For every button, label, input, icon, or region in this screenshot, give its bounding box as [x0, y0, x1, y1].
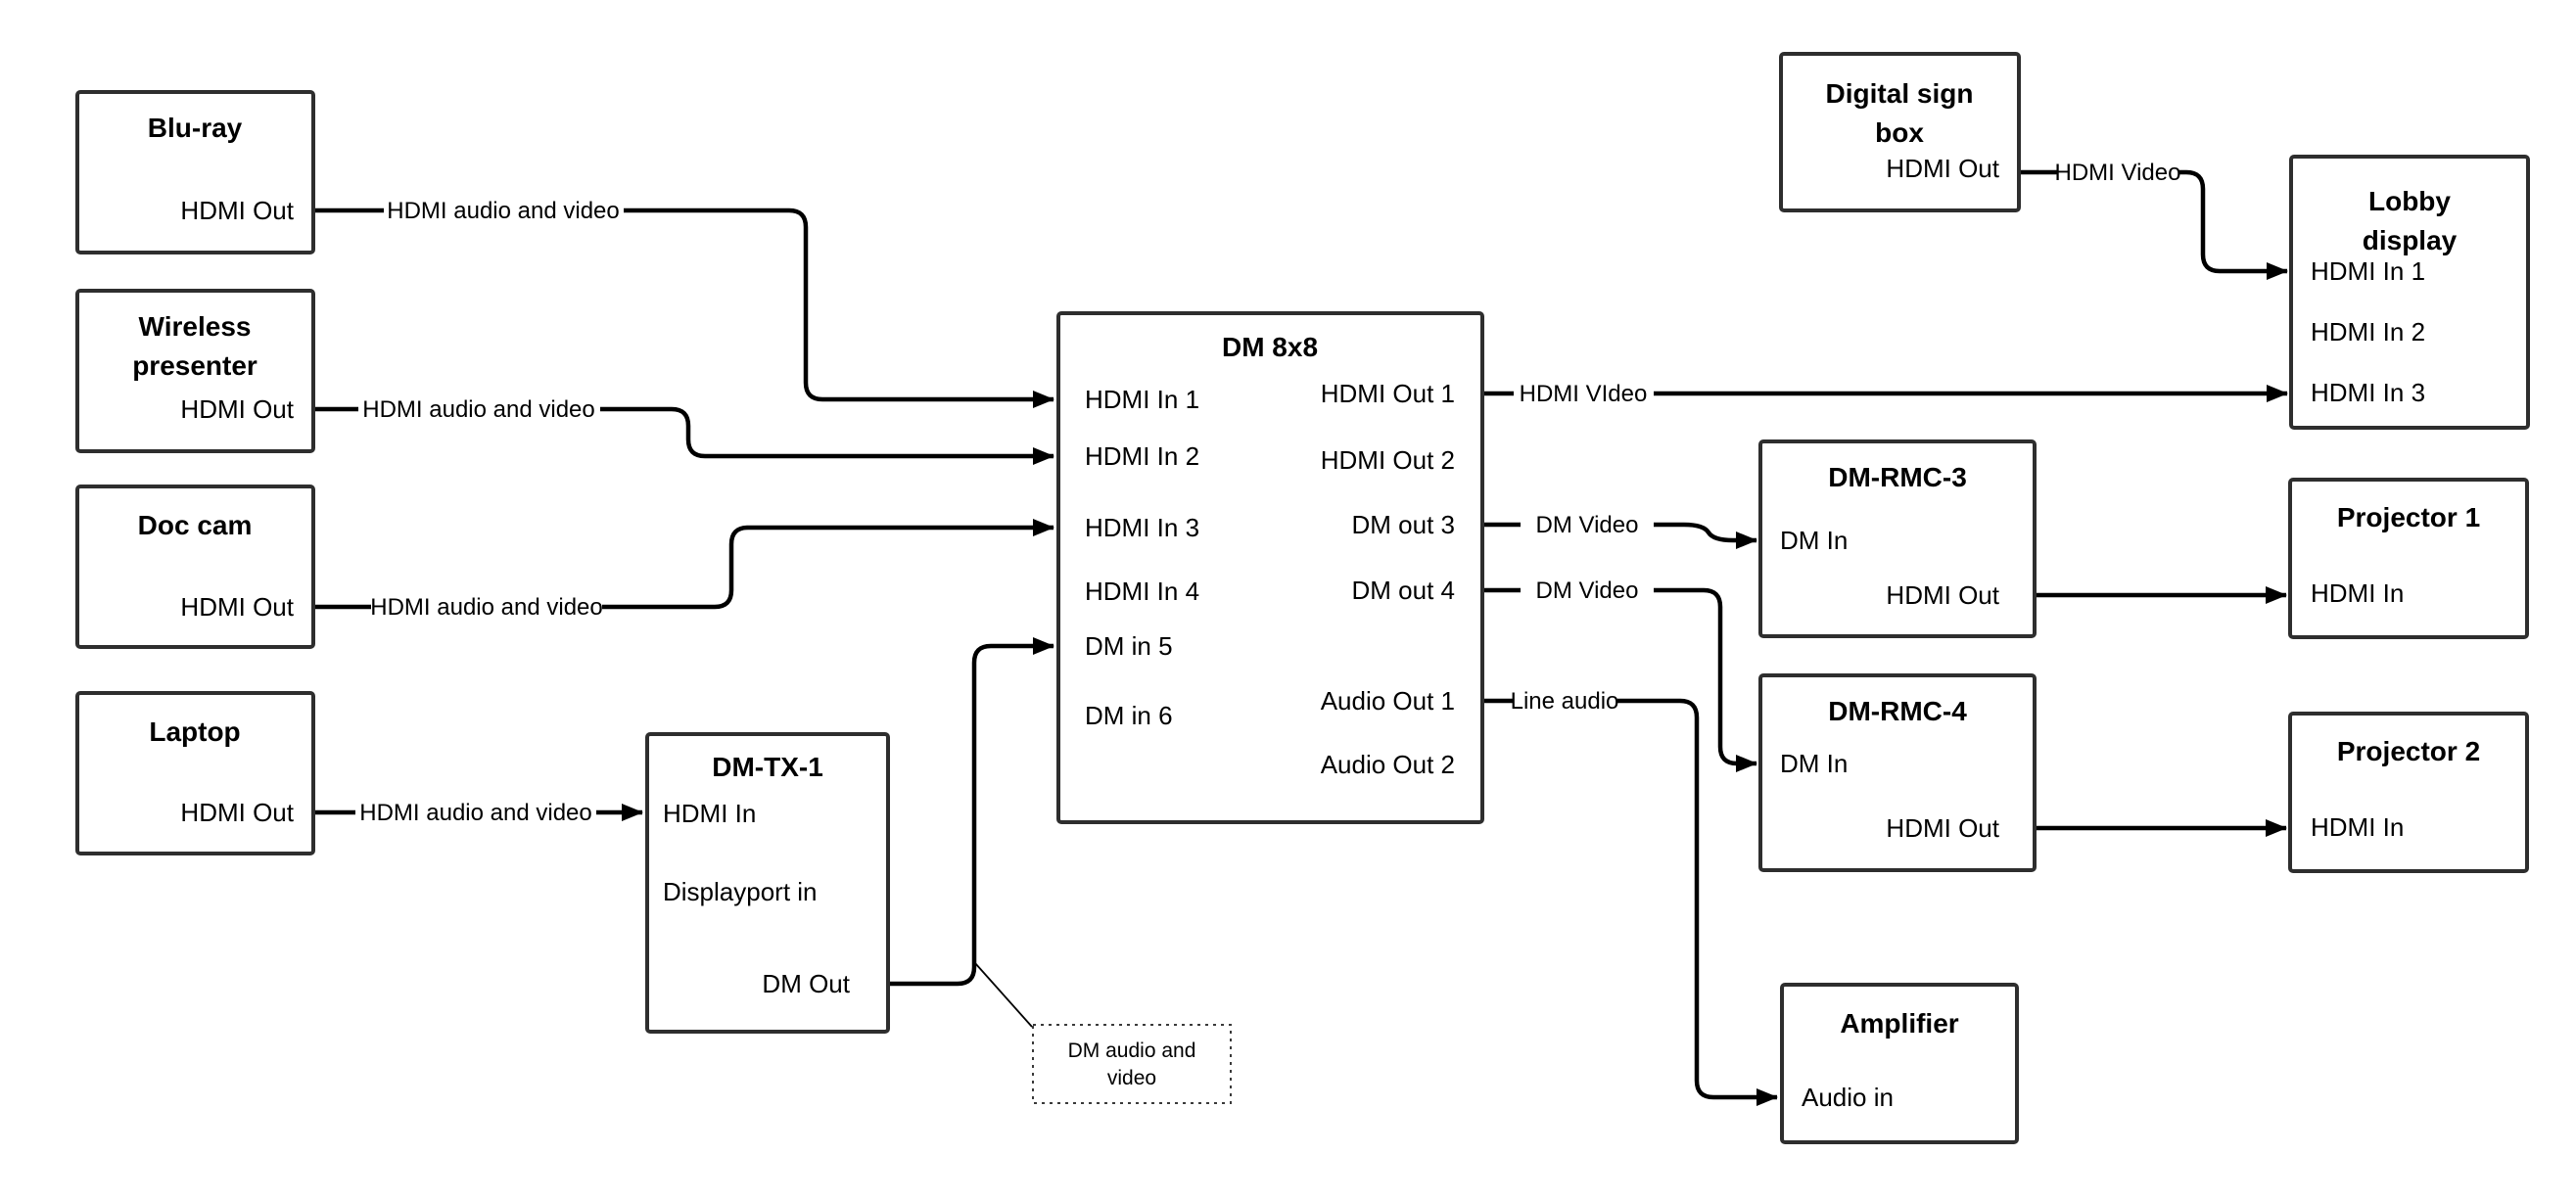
wire-label-hdmi-video-out1: HDMI VIdeo — [1520, 381, 1648, 407]
dm-8x8-port-dm-in-6: DM in 6 — [1085, 701, 1173, 730]
wire-doccam-to-dm8x8-in3 — [602, 519, 1054, 610]
dm-8x8-port-dm-out-3: DM out 3 — [1352, 510, 1456, 539]
amplifier-port-audio-in: Audio in — [1802, 1083, 1894, 1112]
dm-8x8-port-hdmi-in-4: HDMI In 4 — [1085, 577, 1199, 606]
dm-8x8-port-hdmi-in-1: HDMI In 1 — [1085, 385, 1199, 414]
wire-label-dm-video-out4: DM Video — [1536, 577, 1639, 604]
dm-rmc-3-box — [1758, 439, 2037, 638]
wireless-presenter-port-hdmi-out: HDMI Out — [180, 394, 294, 424]
projector-1-box — [2288, 478, 2529, 639]
projector-2-title: Projector 2 — [2337, 736, 2480, 766]
wires — [313, 169, 2288, 1106]
laptop-port-hdmi-out: HDMI Out — [180, 798, 294, 827]
projector-2-box — [2288, 712, 2529, 873]
laptop-box — [75, 691, 315, 855]
bluray-title: Blu-ray — [148, 113, 243, 143]
dm-8x8-port-hdmi-out-1: HDMI Out 1 — [1321, 379, 1455, 408]
wireless-presenter-title-line1: Wireless — [139, 311, 252, 342]
dm-8x8-port-hdmi-in-2: HDMI In 2 — [1085, 441, 1199, 471]
wire-out4-to-rmc4 — [1654, 587, 1757, 772]
dm-8x8-port-hdmi-out-2: HDMI Out 2 — [1321, 445, 1455, 475]
lobby-display-port-hdmi-in-3: HDMI In 3 — [2311, 378, 2425, 407]
wire-sign-to-lobby-in1 — [2179, 169, 2288, 280]
dm-rmc-4-port-dm-in: DM In — [1780, 749, 1848, 778]
bluray-box — [75, 90, 315, 254]
lobby-display-title-line2: display — [2363, 225, 2458, 255]
dm-rmc-3-port-dm-in: DM In — [1780, 526, 1848, 555]
node-projector-2: Projector 2 HDMI In — [2288, 712, 2529, 873]
dm-rmc-4-box — [1758, 673, 2037, 872]
dm-tx-1-port-displayport-in: Displayport in — [663, 877, 818, 906]
digital-sign-box-box — [1779, 52, 2021, 212]
wire-label-dm-video-out3: DM Video — [1536, 512, 1639, 538]
lobby-display-box — [2289, 155, 2530, 430]
node-dm-tx-1: DM-TX-1 HDMI In Displayport in DM Out — [645, 732, 890, 1034]
node-dm-8x8: DM 8x8 HDMI In 1 HDMI In 2 HDMI In 3 HDM… — [1056, 311, 1484, 824]
digital-sign-box-port-hdmi-out: HDMI Out — [1886, 154, 1999, 183]
node-lobby-display: Lobby display HDMI In 1 HDMI In 2 HDMI I… — [2289, 155, 2530, 430]
doc-cam-box — [75, 485, 315, 649]
amplifier-box — [1780, 983, 2019, 1144]
projector-1-title: Projector 1 — [2337, 502, 2480, 532]
node-wireless-presenter: Wireless presenter HDMI Out — [75, 289, 315, 453]
wire-label-line-audio: Line audio — [1511, 688, 1619, 715]
dm-rmc-3-title: DM-RMC-3 — [1828, 462, 1967, 492]
note-dm-audio-video: DM audio and video — [1032, 1024, 1232, 1104]
dm-tx-1-port-hdmi-in: HDMI In — [663, 799, 756, 828]
node-bluray: Blu-ray HDMI Out — [75, 90, 315, 254]
dm-tx-1-title: DM-TX-1 — [712, 752, 823, 782]
lobby-display-port-hdmi-in-2: HDMI In 2 — [2311, 317, 2425, 346]
amplifier-title: Amplifier — [1840, 1008, 1958, 1039]
note-text-line2: video — [1107, 1067, 1156, 1089]
wire-audioout1-to-amplifier — [1617, 698, 1778, 1106]
dm-8x8-port-hdmi-in-3: HDMI In 3 — [1085, 513, 1199, 542]
dm-8x8-port-dm-out-4: DM out 4 — [1352, 576, 1456, 605]
projector-1-port-hdmi-in: HDMI In — [2311, 578, 2404, 608]
dm-rmc-4-port-hdmi-out: HDMI Out — [1886, 813, 1999, 843]
dm-rmc-3-port-hdmi-out: HDMI Out — [1886, 580, 1999, 610]
node-projector-1: Projector 1 HDMI In — [2288, 478, 2529, 639]
node-dm-rmc-4: DM-RMC-4 DM In HDMI Out — [1758, 673, 2037, 872]
digital-sign-box-title-line1: Digital sign — [1826, 78, 1974, 109]
doc-cam-port-hdmi-out: HDMI Out — [180, 592, 294, 622]
note-leader-line — [974, 962, 1033, 1028]
digital-sign-box-title-line2: box — [1875, 117, 1924, 148]
wire-labels: HDMI audio and video HDMI audio and vide… — [359, 160, 2180, 826]
wire-bluray-to-dm8x8-in1 — [624, 208, 1054, 408]
node-amplifier: Amplifier Audio in — [1780, 983, 2019, 1144]
projector-2-port-hdmi-in: HDMI In — [2311, 812, 2404, 842]
node-laptop: Laptop HDMI Out — [75, 691, 315, 855]
wire-out3-to-rmc3 — [1654, 522, 1757, 549]
wire-label-laptop-hdmi-av: HDMI audio and video — [359, 800, 591, 826]
dm-8x8-box — [1056, 311, 1484, 824]
dm-8x8-port-audio-out-2: Audio Out 2 — [1321, 750, 1455, 779]
wireless-presenter-box — [75, 289, 315, 453]
wire-label-bluray-hdmi-av: HDMI audio and video — [387, 198, 619, 224]
wire-wireless-to-dm8x8-in2 — [600, 406, 1054, 465]
dm-8x8-title: DM 8x8 — [1222, 332, 1318, 362]
node-digital-sign-box: Digital sign box HDMI Out — [1779, 52, 2021, 212]
laptop-title: Laptop — [149, 716, 240, 747]
dm-tx-1-box — [645, 732, 890, 1034]
wireless-presenter-title-line2: presenter — [132, 350, 258, 381]
lobby-display-title-line1: Lobby — [2368, 186, 2451, 216]
note-text-line1: DM audio and — [1068, 1039, 1196, 1062]
dm-rmc-4-title: DM-RMC-4 — [1828, 696, 1967, 726]
lobby-display-port-hdmi-in-1: HDMI In 1 — [2311, 256, 2425, 286]
dm-tx-1-port-dm-out: DM Out — [762, 969, 850, 998]
node-doc-cam: Doc cam HDMI Out — [75, 485, 315, 649]
bluray-port-hdmi-out: HDMI Out — [180, 196, 294, 225]
dm-8x8-port-dm-in-5: DM in 5 — [1085, 631, 1173, 661]
wire-label-doccam-hdmi-av: HDMI audio and video — [370, 594, 602, 621]
wire-label-hdmi-video-sign: HDMI Video — [2055, 160, 2181, 186]
note-box — [1032, 1024, 1232, 1104]
wire-label-wireless-hdmi-av: HDMI audio and video — [362, 396, 594, 423]
node-dm-rmc-3: DM-RMC-3 DM In HDMI Out — [1758, 439, 2037, 638]
wire-dmtx1-to-dm8x8-in5 — [888, 637, 1054, 987]
dm-8x8-port-audio-out-1: Audio Out 1 — [1321, 686, 1455, 716]
doc-cam-title: Doc cam — [138, 510, 253, 540]
